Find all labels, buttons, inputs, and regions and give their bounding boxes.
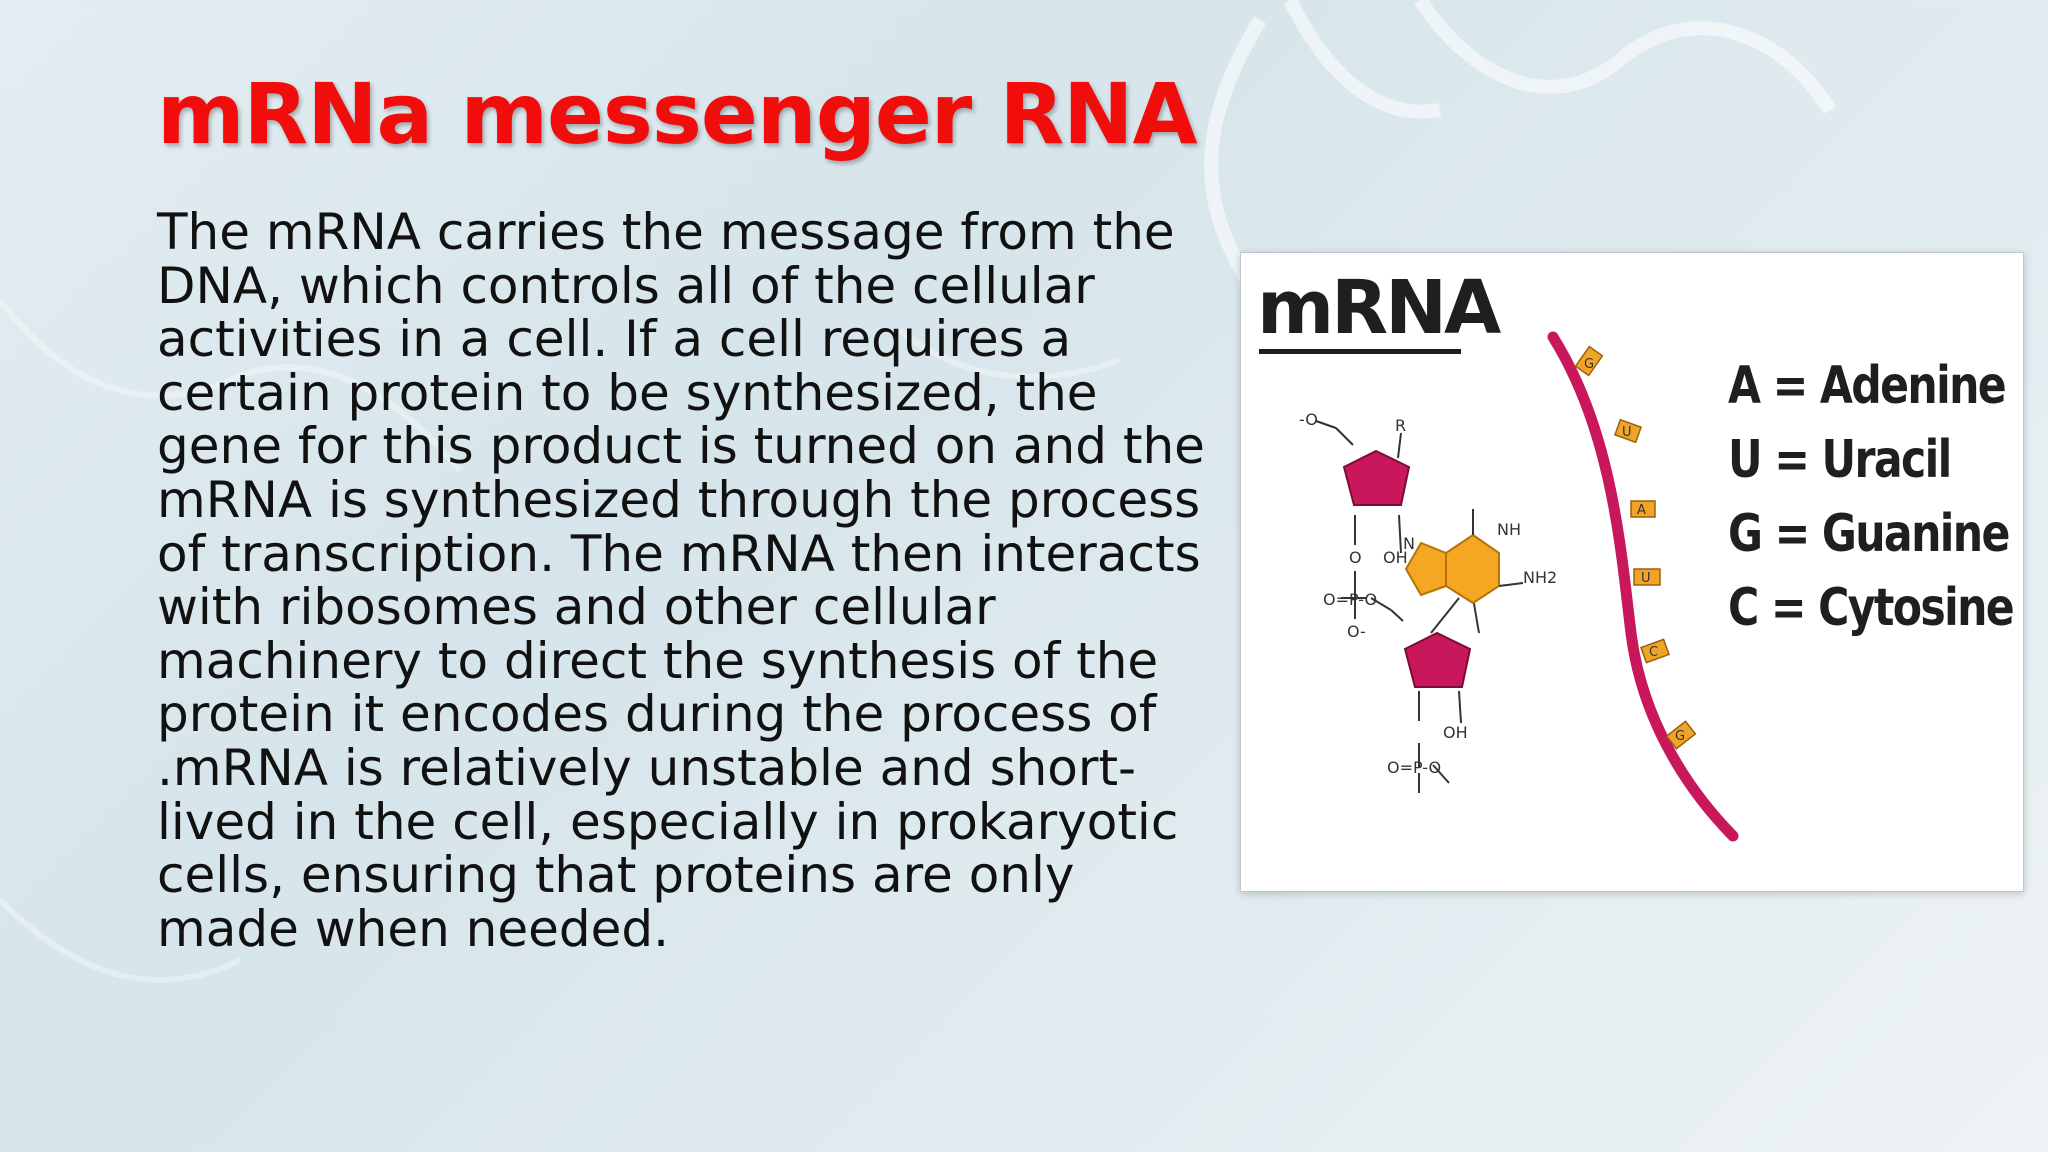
mrna-structure-diagram: -O R OH O O=P-O O- N NH NH2 OH O=P-O G U… [1299,331,1739,842]
base-legend: A = Adenine U = Uracil G = Guanine C = C… [1728,349,2048,645]
svg-text:A: A [1637,503,1646,518]
body-paragraph: The mRNA carries the message from the DN… [157,203,1247,958]
body-line: cells, ensuring that proteins are only [157,846,1075,905]
body-line: gene for this product is turned on and t… [157,417,1205,476]
strand-base-a: A [1630,500,1656,518]
strand-base-u: U [1613,418,1643,444]
body-line: protein it encodes during the process of [157,685,1157,744]
oh-bottom-label: OH [1443,723,1468,742]
legend-guanine: G = Guanine [1728,504,2010,564]
body-line: mRNA is synthesized through the process [157,470,1201,529]
phosphate-bottom-label: O=P-O [1387,758,1441,777]
phosphate-top-label: O=P-O [1323,590,1377,609]
nh2-label: NH2 [1523,568,1557,587]
legend-cytosine: C = Cytosine [1728,578,2015,638]
svg-text:U: U [1622,425,1632,440]
strand-base-g2: G [1665,720,1697,750]
ribose-sugar-top [1342,449,1411,506]
body-line: The mRNA carries the message from the [157,203,1175,261]
svg-text:G: G [1675,729,1685,744]
body-line: machinery to direct the synthesis of the [157,631,1159,690]
o-minus-label: O- [1347,622,1366,641]
nh-label: NH [1497,520,1521,539]
mrna-figure: -O R OH O O=P-O O- N NH NH2 OH O=P-O G U… [1240,252,2024,892]
strand-base-c: C [1640,638,1670,664]
body-line: lived in the cell, especially in prokary… [157,792,1179,851]
body-line: of transcription. The mRNA then interact… [157,524,1201,583]
body-line: DNA, which controls all of the cellular [157,256,1095,315]
oh-top-label: OH [1383,548,1408,567]
body-line: .mRNA is relatively unstable and short- [157,738,1137,797]
oxygen-minus-label: -O [1299,410,1318,429]
body-line: with ribosomes and other cellular [157,578,996,637]
body-line: made when needed. [157,899,670,958]
strand-base-g: G [1574,345,1604,377]
svg-text:U: U [1641,571,1651,586]
svg-text:G: G [1584,357,1594,372]
svg-text:C: C [1649,645,1658,660]
strand-base-u2: U [1633,568,1661,586]
n-label: N [1403,534,1415,553]
mrna-strand [1547,331,1739,842]
figure-heading: mRNA [1257,265,1501,351]
legend-adenine: A = Adenine [1728,356,2007,416]
body-line: activities in a cell. If a cell requires… [157,310,1072,369]
legend-uracil: U = Uracil [1728,430,1952,490]
body-line: certain protein to be synthesized, the [157,363,1098,422]
slide-title: mRNa messenger RNA [157,65,1197,163]
ribose-sugar-bottom [1403,631,1472,688]
adenine-base [1404,509,1524,605]
r-group-label: R [1395,416,1406,435]
o-label: O [1349,548,1362,567]
figure-heading-underline [1259,349,1461,354]
